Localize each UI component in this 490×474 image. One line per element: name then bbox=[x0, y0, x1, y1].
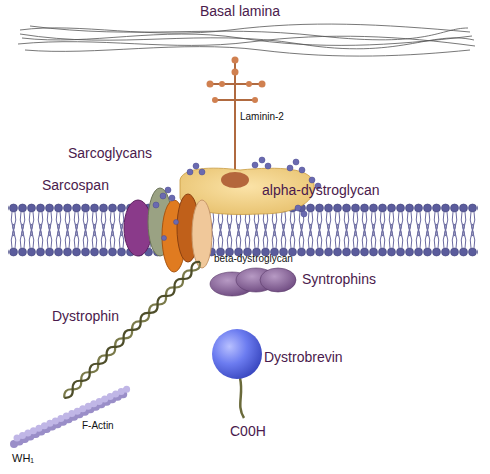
part-label: Sarcospan bbox=[42, 178, 109, 193]
beta-dystroglycan-shape bbox=[192, 200, 212, 268]
part-label: F-Actin bbox=[82, 420, 114, 431]
glycan bbox=[301, 211, 307, 217]
terminus-label: C00H bbox=[230, 424, 266, 439]
laminin-globule bbox=[219, 81, 225, 87]
laminin-arm bbox=[234, 60, 236, 176]
f-actin-filament bbox=[14, 389, 127, 444]
dystrophin-helix bbox=[62, 260, 203, 401]
laminin-globule bbox=[212, 97, 218, 103]
glycan bbox=[199, 169, 205, 175]
actin-beads bbox=[14, 394, 124, 444]
part-label: Dystrophin bbox=[52, 309, 119, 324]
glycan bbox=[259, 157, 265, 163]
dystrophin-strand bbox=[62, 260, 203, 401]
glycan bbox=[174, 220, 179, 225]
glycan bbox=[162, 236, 167, 241]
dystrophin-strand bbox=[62, 260, 203, 401]
part-label: Laminin-2 bbox=[240, 111, 284, 122]
glycan bbox=[165, 187, 171, 193]
part-label: Syntrophins bbox=[302, 272, 376, 287]
laminin-globule bbox=[259, 81, 266, 88]
glycan bbox=[265, 163, 271, 169]
laminin-arm bbox=[215, 99, 255, 101]
glycan bbox=[287, 165, 293, 171]
dystrobrevin-ball bbox=[212, 329, 262, 379]
lamina-fiber bbox=[20, 34, 474, 49]
actin-beads bbox=[17, 389, 127, 438]
region-label: Basal lamina bbox=[200, 4, 280, 19]
part-label: alpha-dystroglycan bbox=[262, 183, 380, 198]
glycan bbox=[153, 202, 159, 208]
laminin-arm bbox=[210, 83, 262, 85]
laminin-globule bbox=[207, 81, 214, 88]
glycan bbox=[293, 159, 299, 165]
laminin-globule bbox=[232, 57, 239, 64]
terminus-label: WH₁ bbox=[12, 452, 34, 464]
glycan bbox=[299, 167, 305, 173]
part-label: Sarcoglycans bbox=[68, 146, 152, 161]
syntrophins-shape bbox=[210, 268, 296, 296]
glycan bbox=[187, 169, 193, 175]
glycans bbox=[153, 157, 321, 241]
glycan bbox=[193, 163, 199, 169]
glycan bbox=[295, 205, 301, 211]
laminin-globule bbox=[232, 69, 239, 76]
laminin-g-domain bbox=[221, 172, 249, 188]
part-label: beta-dystroglycan bbox=[214, 253, 293, 264]
glycan bbox=[252, 162, 258, 168]
sarcoglycan-complex bbox=[124, 188, 212, 272]
dystrobrevin-tail bbox=[240, 378, 244, 418]
lamina-fiber bbox=[25, 47, 470, 56]
laminin-globule bbox=[246, 81, 252, 87]
glycan bbox=[160, 193, 166, 199]
syntrophin bbox=[260, 268, 296, 292]
basal-lamina bbox=[18, 24, 475, 56]
glycan bbox=[169, 195, 175, 201]
part-label: Dystrobrevin bbox=[264, 350, 343, 365]
dystrobrevin-shape bbox=[212, 329, 262, 418]
laminin-globule bbox=[252, 97, 258, 103]
lamina-fiber bbox=[30, 26, 468, 40]
